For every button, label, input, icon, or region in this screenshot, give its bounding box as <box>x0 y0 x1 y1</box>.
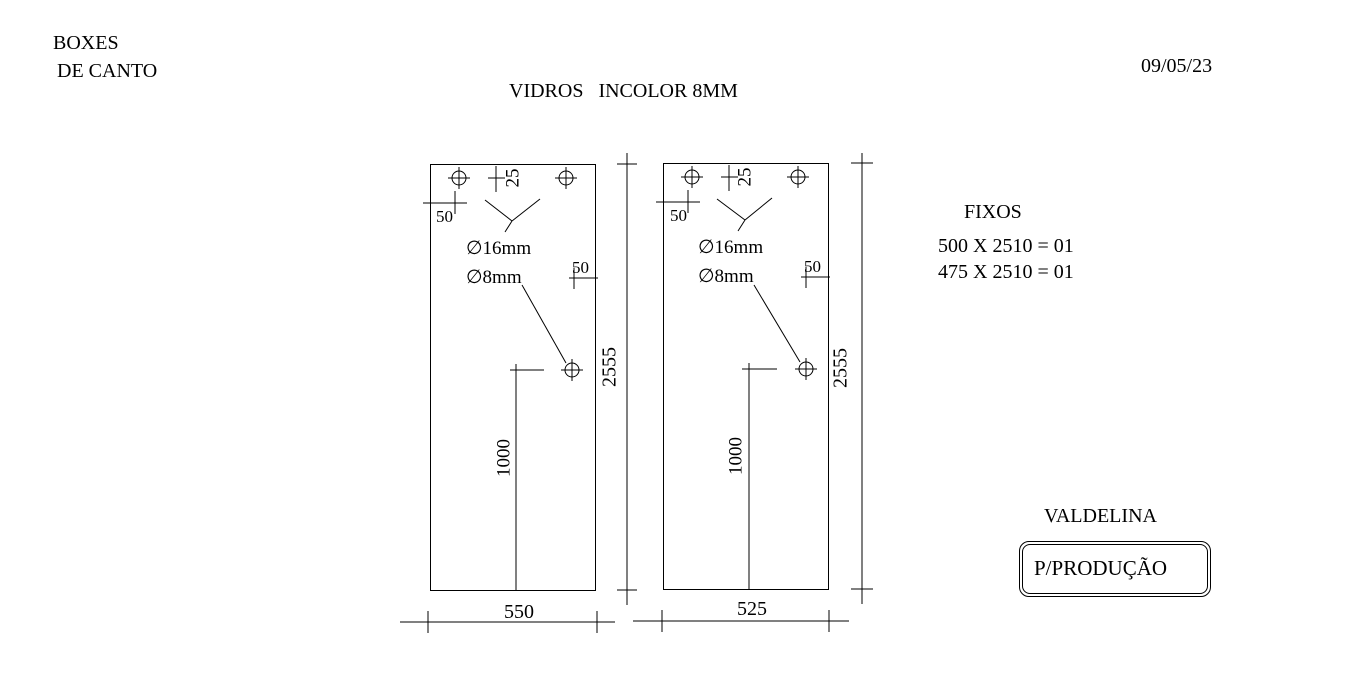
dim-left-height: 2555 <box>599 347 621 387</box>
dim-left-hole-height: 1000 <box>493 439 514 477</box>
title-line-2: DE CANTO <box>57 60 158 82</box>
panel-left-outline <box>430 164 596 591</box>
fixos-line-2: 475 X 2510 = 01 <box>938 261 1074 283</box>
hole-left-top-1 <box>448 167 470 189</box>
hole-right-top-1 <box>681 166 703 188</box>
production-stamp: P/PRODUÇÃO <box>1019 541 1211 597</box>
dim-right-right-offset: 50 <box>804 257 821 276</box>
title-line-1: BOXES <box>53 32 119 54</box>
dim-right-top-offset: 25 <box>734 168 755 187</box>
subtitle: VIDROS INCOLOR 8MM <box>509 80 738 102</box>
fixos-title: FIXOS <box>964 201 1022 223</box>
dim-right-height: 2555 <box>830 348 852 388</box>
panel-right-outline <box>663 163 829 590</box>
label-left-hole-16: ∅16mm <box>466 238 531 259</box>
signature: VALDELINA <box>1044 505 1157 527</box>
dim-left-side-offset: 50 <box>436 207 453 226</box>
date: 09/05/23 <box>1141 55 1213 77</box>
fixos-line-1: 500 X 2510 = 01 <box>938 235 1074 257</box>
dim-right-hole-height: 1000 <box>725 437 746 475</box>
hole-right-mid <box>795 358 817 380</box>
label-right-hole-16: ∅16mm <box>698 237 763 258</box>
dim-right-width: 525 <box>737 598 767 620</box>
dim-left-width: 550 <box>504 601 534 623</box>
dim-left-right-offset: 50 <box>572 258 589 277</box>
panel-right: 25 50 ∅16mm ∅8mm 50 1000 2555 <box>633 153 873 632</box>
hole-right-top-2 <box>787 166 809 188</box>
panel-left: 25 50 ∅16mm ∅8mm 50 1000 2555 <box>400 153 637 633</box>
label-left-hole-8: ∅8mm <box>466 267 522 288</box>
hole-left-mid <box>561 359 583 381</box>
dim-right-side-offset: 50 <box>670 206 687 225</box>
dim-left-top-offset: 25 <box>502 169 523 188</box>
hole-left-top-2 <box>555 167 577 189</box>
label-right-hole-8: ∅8mm <box>698 266 754 287</box>
